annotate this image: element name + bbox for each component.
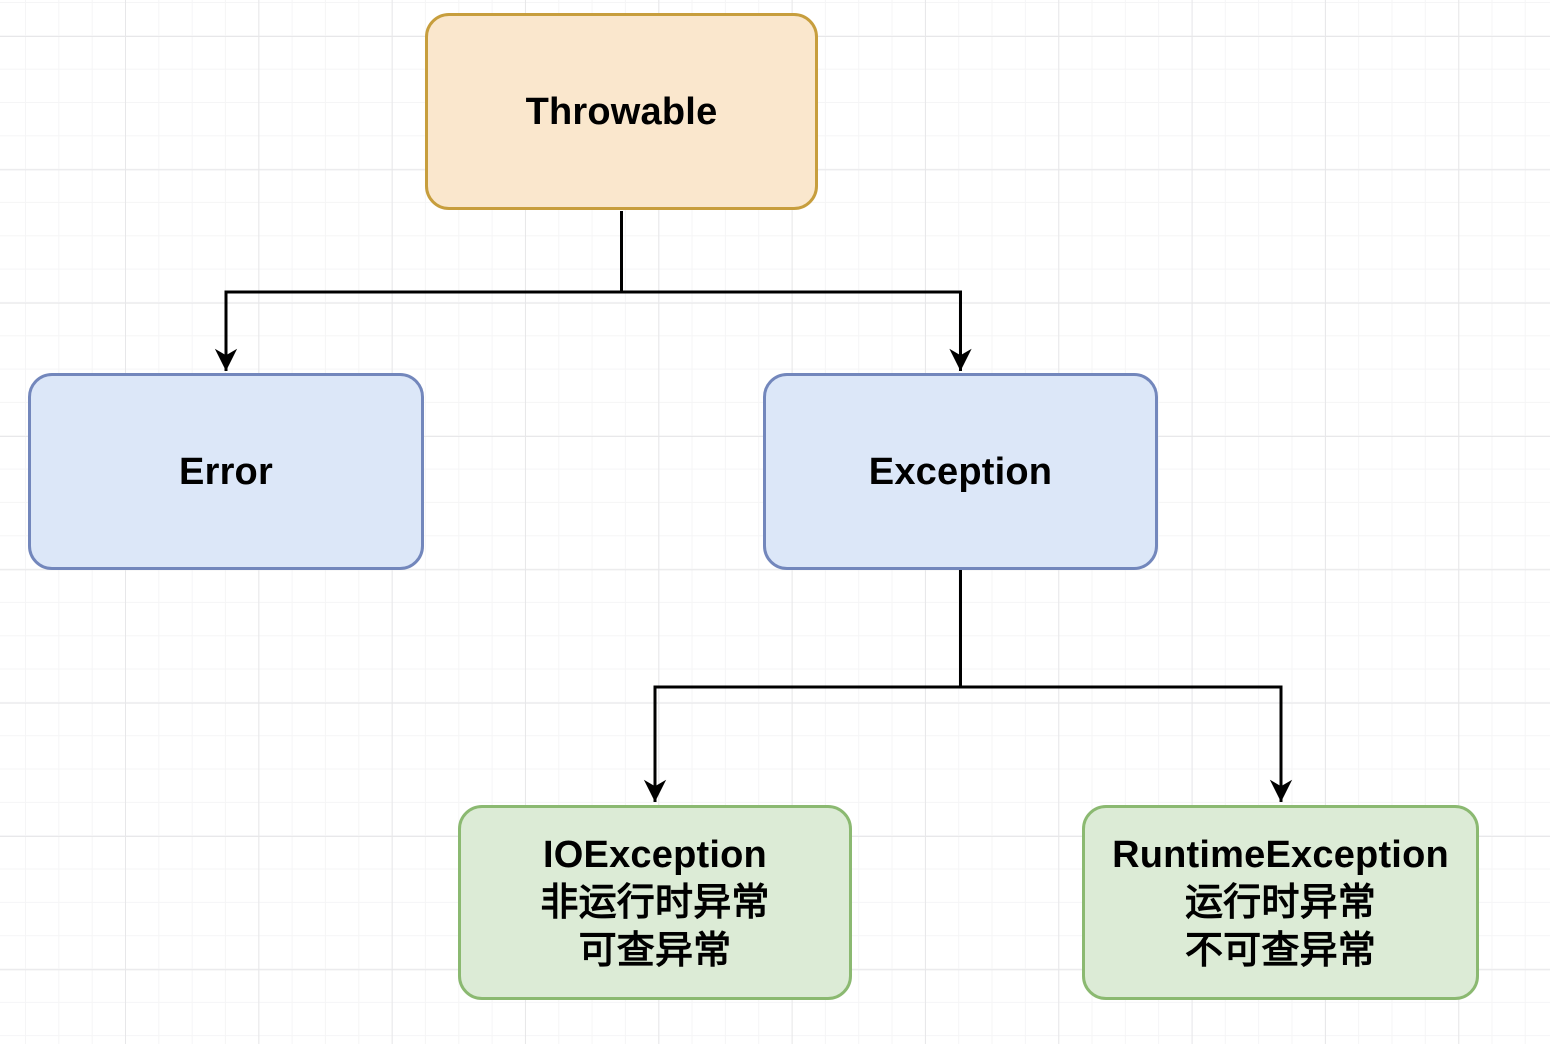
node-runtimeexception-title: RuntimeException — [1112, 833, 1449, 876]
node-error-label: Error — [179, 450, 273, 493]
node-exception[interactable]: Exception — [763, 373, 1158, 570]
node-runtimeexception-line3: 不可查异常 — [1184, 929, 1376, 972]
edge-throwable-exception[interactable] — [620, 211, 972, 371]
node-throwable[interactable]: Throwable — [425, 13, 818, 210]
edge-exception-runtimeexception[interactable] — [959, 570, 1293, 802]
node-ioexception-title: IOException — [543, 833, 767, 876]
node-exception-label: Exception — [868, 450, 1053, 493]
node-throwable-label: Throwable — [525, 90, 718, 133]
node-ioexception-line3: 可查异常 — [578, 929, 732, 972]
node-error[interactable]: Error — [28, 373, 424, 570]
edge-throwable-error[interactable] — [214, 211, 623, 371]
node-runtimeexception[interactable]: RuntimeException 运行时异常 不可查异常 — [1082, 805, 1479, 1000]
node-ioexception-line2: 非运行时异常 — [540, 881, 770, 924]
node-runtimeexception-line2: 运行时异常 — [1184, 881, 1376, 924]
node-ioexception[interactable]: IOException 非运行时异常 可查异常 — [458, 805, 852, 1000]
edge-exception-ioexception[interactable] — [643, 570, 962, 802]
